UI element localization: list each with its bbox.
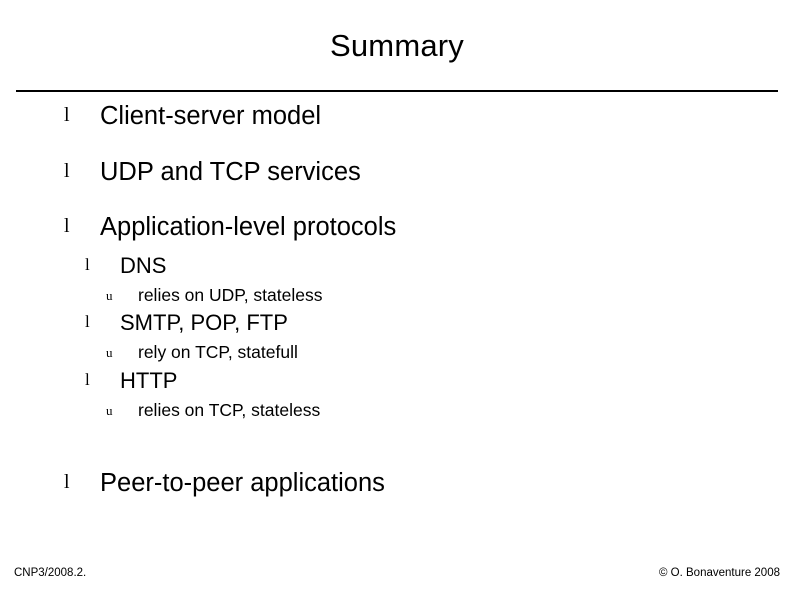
title-divider xyxy=(16,90,778,92)
bullet-http-detail: u relies on TCP, stateless xyxy=(0,399,794,420)
slide-body: l Client-server model l UDP and TCP serv… xyxy=(0,102,794,497)
bullet-text: relies on UDP, stateless xyxy=(138,284,323,305)
spacer xyxy=(0,185,794,215)
bullet-client-server-model: l Client-server model xyxy=(0,102,794,130)
footer-left: CNP3/2008.2. xyxy=(14,567,87,579)
page-title: Summary xyxy=(329,28,465,63)
spacer xyxy=(0,419,794,449)
bullet-smtp-pop-ftp: l SMTP, POP, FTP xyxy=(0,312,794,334)
bullet-dns-detail: u relies on UDP, stateless xyxy=(0,284,794,305)
bullet-marker-icon: l xyxy=(64,104,70,126)
bullet-text: rely on TCP, statefull xyxy=(138,342,298,362)
bullet-application-level-protocols: l Application-level protocols xyxy=(0,213,794,241)
bullet-marker-icon: l xyxy=(85,254,90,274)
spacer xyxy=(0,392,794,402)
bullet-marker-icon: l xyxy=(64,159,70,182)
bullet-text: SMTP, POP, FTP xyxy=(120,310,288,335)
bullet-smtp-pop-ftp-detail: u rely on TCP, statefull xyxy=(0,342,794,362)
bullet-marker-icon: u xyxy=(106,287,113,303)
bullet-marker-icon: l xyxy=(64,215,70,237)
bullet-text: HTTP xyxy=(120,367,178,393)
spacer xyxy=(0,277,794,287)
spacer xyxy=(0,334,794,344)
footer-right: © O. Bonaventure 2008 xyxy=(659,567,780,579)
bullet-marker-icon: l xyxy=(64,471,70,493)
spacer xyxy=(0,130,794,160)
bullet-text: relies on TCP, stateless xyxy=(138,399,321,420)
bullet-marker-icon: l xyxy=(85,369,90,389)
bullet-text: Peer-to-peer applications xyxy=(100,469,385,497)
bullet-peer-to-peer-applications: l Peer-to-peer applications xyxy=(0,469,794,497)
spacer xyxy=(0,449,794,471)
bullet-text: DNS xyxy=(120,252,167,278)
bullet-marker-icon: l xyxy=(85,312,90,331)
bullet-marker-icon: u xyxy=(106,402,113,418)
bullet-udp-and-tcp-services: l UDP and TCP services xyxy=(0,157,794,186)
bullet-text: UDP and TCP services xyxy=(100,157,361,186)
bullet-text: Client-server model xyxy=(100,102,322,130)
bullet-dns: l DNS xyxy=(0,252,794,278)
bullet-marker-icon: u xyxy=(106,345,113,360)
bullet-http: l HTTP xyxy=(0,367,794,393)
bullet-text: Application-level protocols xyxy=(100,213,397,241)
